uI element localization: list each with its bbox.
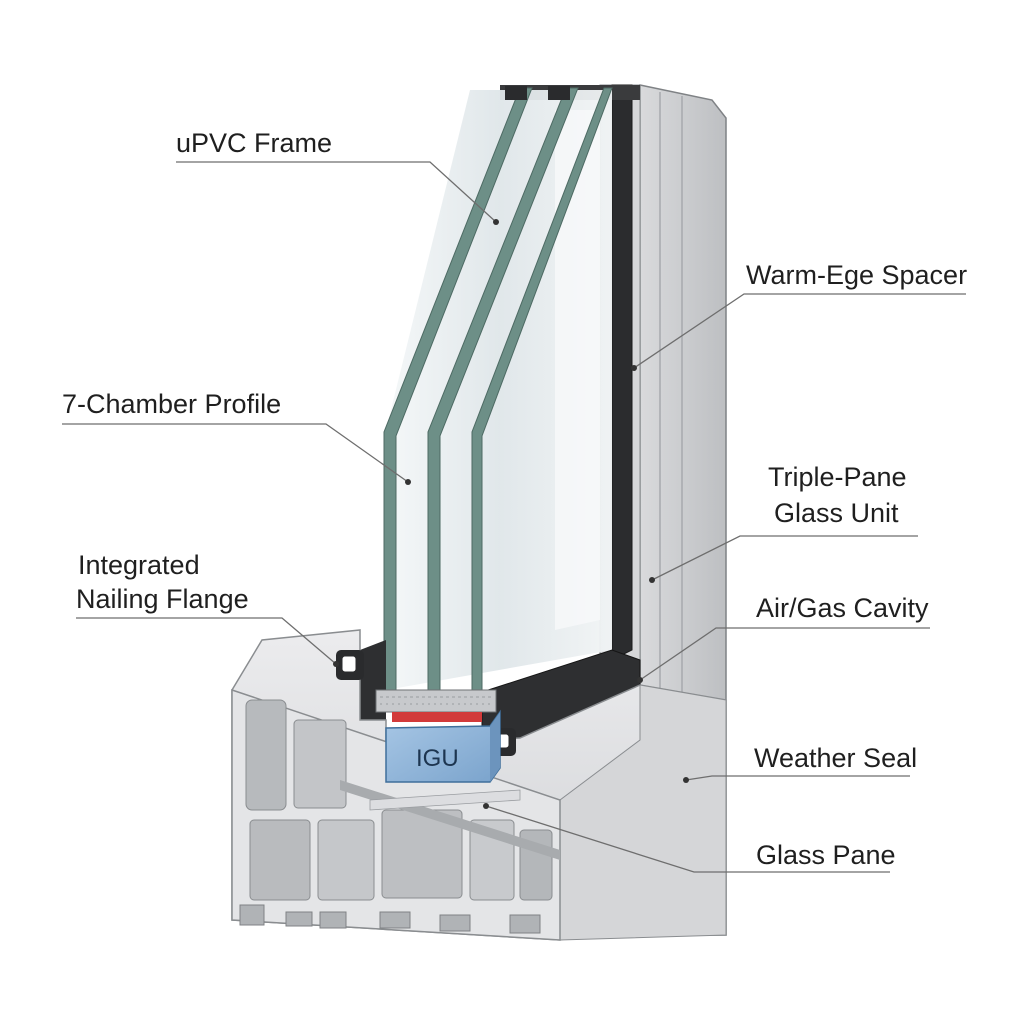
chamber-2	[293, 719, 347, 809]
chamber-4	[317, 819, 375, 901]
label-upvc-frame: uPVC Frame	[176, 128, 332, 158]
label-glass-pane: Glass Pane	[756, 840, 896, 870]
leader-lines	[62, 161, 966, 873]
label-integrated-nailing-flange-1: Integrated	[78, 550, 200, 580]
red-spacer-bar	[392, 712, 482, 722]
label-integrated-nailing-flange-2: Nailing Flange	[76, 584, 249, 614]
chamber-3	[249, 819, 311, 901]
label-air-gas-cavity: Air/Gas Cavity	[756, 593, 929, 623]
callout-labels: uPVC Frame 7-Chamber Profile Integrated …	[62, 128, 967, 870]
seven-chamber-profile	[231, 629, 727, 941]
label-weather-seal: Weather Seal	[754, 743, 917, 773]
label-7-chamber-profile: 7-Chamber Profile	[62, 389, 281, 419]
glass-unit	[383, 86, 613, 691]
warm-edge-spacer	[375, 689, 497, 722]
chamber-1	[245, 699, 287, 811]
label-triple-pane-1: Triple-Pane	[768, 462, 907, 492]
label-warm-edge-spacer: Warm-Ege Spacer	[746, 260, 967, 290]
igu-box: IGU	[385, 709, 501, 783]
igu-label: IGU	[416, 745, 459, 772]
label-triple-pane-2: Glass Unit	[774, 498, 899, 528]
